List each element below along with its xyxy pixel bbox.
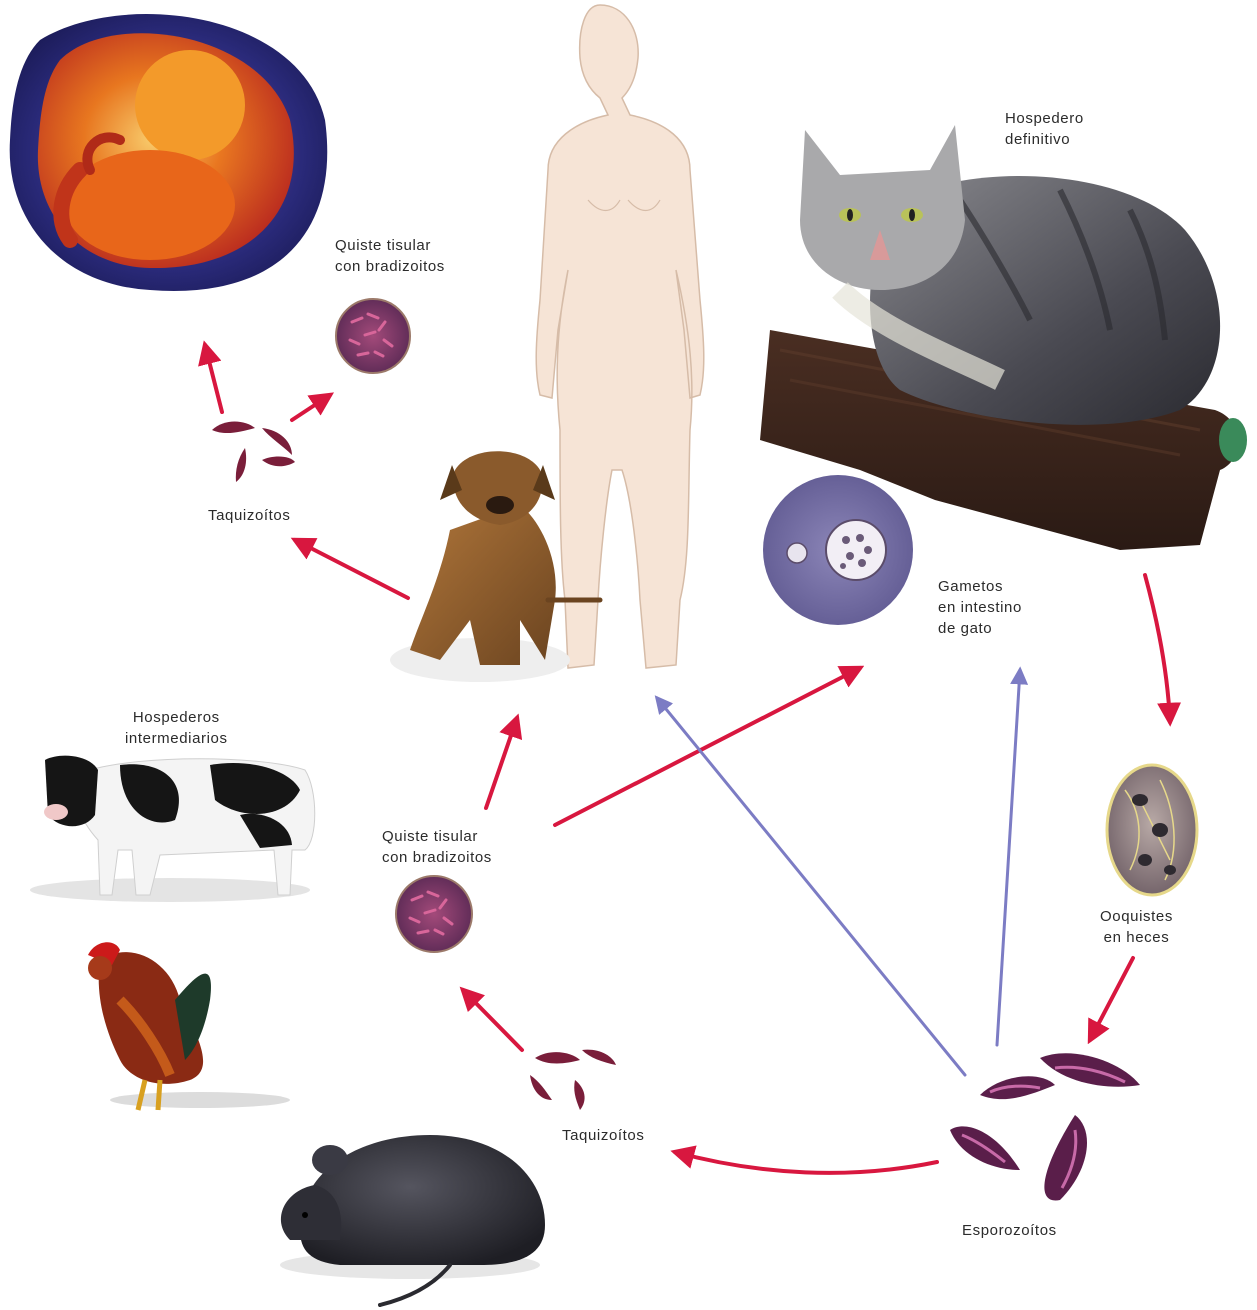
cow-icon	[30, 756, 315, 902]
gametes-icon	[763, 475, 913, 625]
arrow-cyst-to-dog	[486, 718, 517, 808]
label-quiste-tisular-lower: Quiste tisular con bradizoitos	[382, 826, 492, 868]
oocyst-icon	[1107, 765, 1197, 895]
tachyzoites-icon	[530, 1050, 616, 1110]
label-esporozoitos: Esporozoítos	[962, 1220, 1057, 1241]
arrow-sporozoites-to-cat	[997, 670, 1020, 1045]
arrow-oocyst-to-sporozoites	[1090, 958, 1133, 1040]
tissue-cyst-icon	[336, 299, 410, 373]
arrow-cat-to-oocyst	[1145, 575, 1170, 722]
blue-arrows	[657, 670, 1020, 1075]
woman-figure-icon	[536, 5, 704, 668]
label-hospederos-intermediarios: Hospederos intermediarios	[125, 707, 228, 749]
fetus-icon	[10, 14, 328, 291]
label-quiste-tisular-upper: Quiste tisular con bradizoitos	[335, 235, 445, 277]
label-gametos: Gametos en intestino de gato	[938, 576, 1022, 639]
rooster-icon	[88, 942, 290, 1110]
label-taquizoitos-lower: Taquizoítos	[562, 1125, 644, 1146]
arrow-tachyzoites-to-cyst-lower	[463, 990, 522, 1050]
label-ooquistes: Ooquistes en heces	[1100, 906, 1173, 948]
arrow-tachyzoites-to-fetus	[205, 345, 222, 412]
arrow-tachyzoites-to-cyst-upper	[292, 395, 330, 420]
sporozoites-icon	[950, 1053, 1140, 1200]
arrow-dog-to-tachyzoites	[295, 540, 408, 598]
tissue-cyst-icon	[396, 876, 472, 952]
label-hospedero-definitivo: Hospedero definitivo	[1005, 108, 1084, 150]
mouse-icon	[280, 1135, 545, 1305]
arrow-sporozoites-to-human	[657, 698, 965, 1075]
arrow-cyst-to-gametes	[555, 668, 860, 825]
label-taquizoitos-upper: Taquizoítos	[208, 505, 290, 526]
tachyzoites-icon	[212, 422, 295, 483]
arrow-sporozoites-to-mouse	[675, 1152, 937, 1173]
